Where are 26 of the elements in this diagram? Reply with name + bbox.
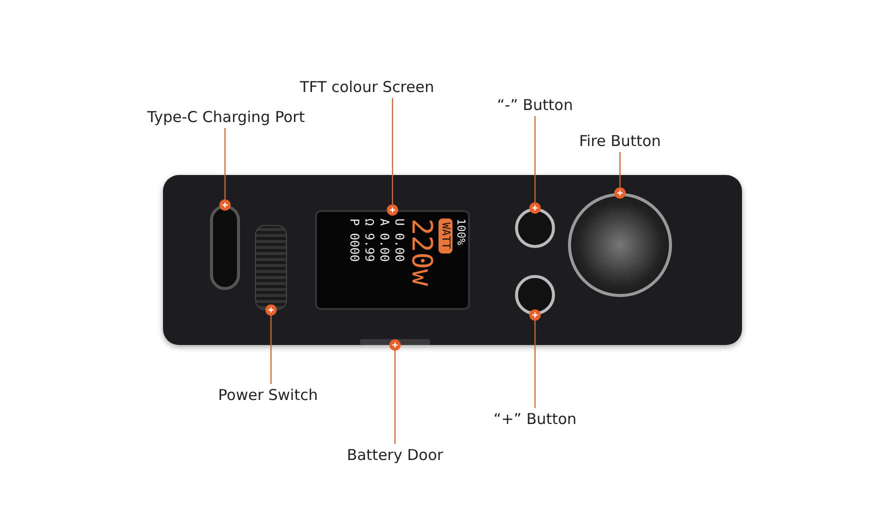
display-screen <box>315 210 470 310</box>
leader-line <box>614 152 626 200</box>
leader-line <box>218 128 232 212</box>
callout-label: Power Switch <box>218 386 318 404</box>
leader-line <box>528 116 542 214</box>
screen-readout: Ω 9.99 <box>362 218 376 262</box>
screen-readout: P 0000 <box>346 218 362 262</box>
plus-button <box>515 275 555 315</box>
leader-line <box>388 338 402 444</box>
callout-label: Battery Door <box>346 446 444 464</box>
callout-label: “-” Button <box>497 96 573 114</box>
battery-level: 100% <box>454 218 468 245</box>
mode-badge: WATT <box>438 218 452 253</box>
callout-label: “+” Button <box>493 410 577 428</box>
callout-label: Fire Button <box>579 132 661 150</box>
screen-readout: A 0.00 <box>376 218 392 262</box>
charging-port <box>210 205 240 290</box>
callout-label: TFT colour Screen <box>300 78 434 96</box>
callout-label: Type-C Charging Port <box>147 108 305 126</box>
minus-button <box>515 208 555 248</box>
screen-readout: U 0.00 <box>392 218 406 262</box>
power-readout: 220w <box>406 218 438 286</box>
leader-line <box>264 304 278 384</box>
power-switch <box>255 225 287 310</box>
leader-line <box>386 98 399 216</box>
leader-line <box>528 308 542 408</box>
